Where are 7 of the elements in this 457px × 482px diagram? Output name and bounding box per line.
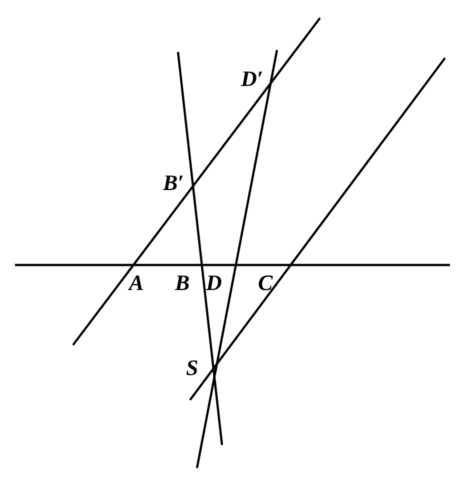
point-label: B (175, 272, 190, 294)
point-label: D (206, 272, 222, 294)
point-label: S (186, 357, 198, 379)
point-label: D′ (241, 68, 264, 90)
point-label: B′ (163, 172, 184, 194)
point-label: C (258, 272, 273, 294)
point-label: A (129, 272, 144, 294)
